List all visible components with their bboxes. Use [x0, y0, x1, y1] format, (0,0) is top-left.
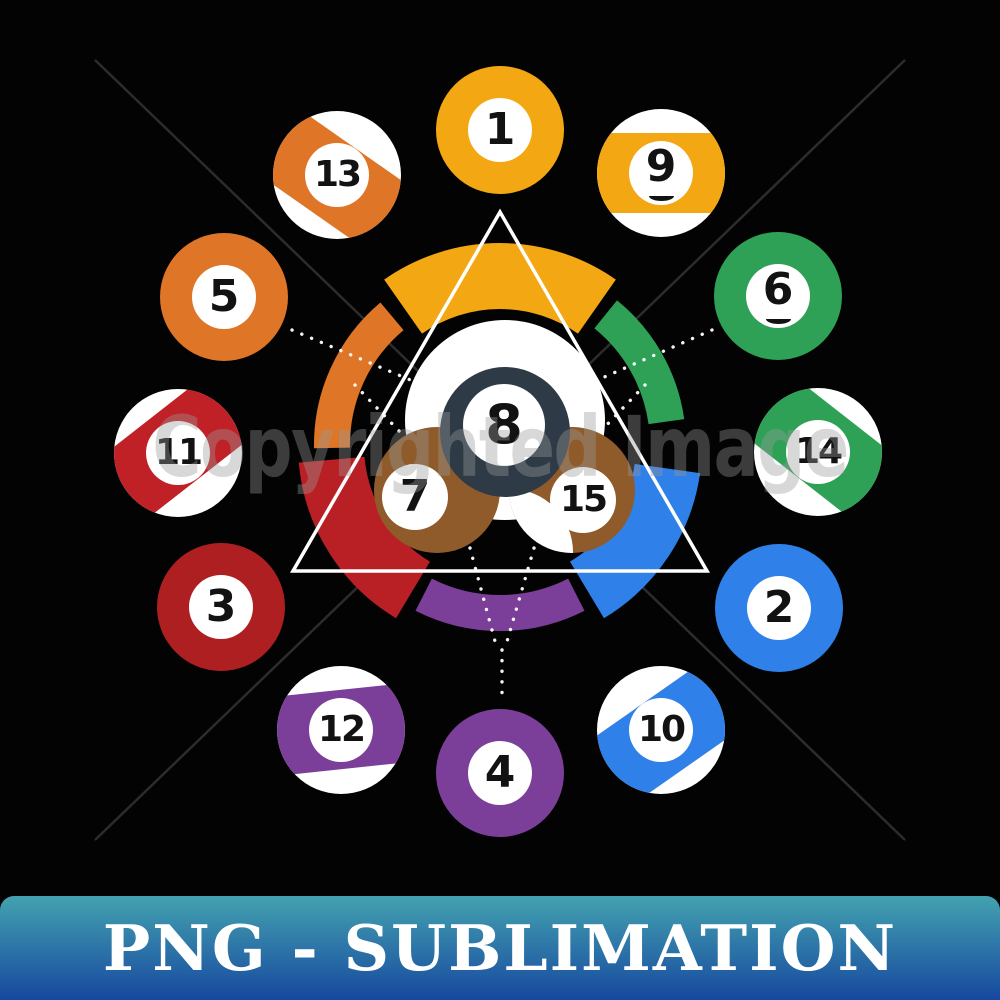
ball-number: 4 [484, 747, 516, 798]
ball-number-circle: 11 [146, 421, 210, 485]
pool-ball-12: 12 [277, 666, 405, 794]
pool-ball-10: 10 [597, 666, 725, 794]
pool-ball-3: 3 [157, 543, 285, 671]
pool-ball-13: 13 [273, 111, 401, 239]
pool-ball-4: 4 [436, 709, 564, 837]
dotted-connector [504, 546, 536, 647]
ball-number: 11 [154, 432, 203, 473]
ball-number-circle: 2 [747, 576, 811, 640]
number-underline [648, 191, 674, 201]
ball-number-circle: 14 [786, 420, 850, 484]
pool-ball-2: 2 [715, 544, 843, 672]
pool-ball-14: 14 [754, 388, 882, 516]
dotted-connector [353, 383, 402, 434]
banner-label: PNG - SUBLIMATION [102, 911, 898, 985]
pool-ball-1: 1 [436, 66, 564, 194]
dotted-connector [468, 546, 498, 647]
ring-segment-blue [569, 463, 701, 619]
ball-number-circle: 3 [189, 575, 253, 639]
watermark-text: Copyrighted Image [152, 398, 849, 496]
ball-number: 7 [399, 471, 431, 522]
number-underline [765, 314, 791, 324]
ball-number-circle: 6 [746, 264, 810, 328]
pool-ball-5: 5 [160, 233, 288, 361]
ball-number-circle: 7 [382, 464, 448, 530]
ball-number: 14 [794, 431, 843, 472]
dotted-connector [598, 383, 647, 434]
ring-segment-purple [415, 578, 585, 631]
dotted-connector [290, 328, 474, 408]
ring-segment-green [594, 300, 685, 425]
ball-number: 5 [208, 271, 240, 322]
pool-ball-6: 6 [714, 232, 842, 360]
ball-number-circle: 10 [629, 698, 693, 762]
ball-number: 9 [645, 141, 677, 192]
ball-number: 3 [205, 581, 237, 632]
ball-number-circle: 4 [468, 741, 532, 805]
pool-ball-8: 8 [440, 367, 570, 497]
ball-number-circle: 9 [629, 141, 693, 205]
ball-number-circle: 15 [550, 467, 616, 533]
pool-ball-9: 9 [597, 109, 725, 237]
ball-number-circle: 5 [192, 265, 256, 329]
ball-number: 2 [763, 582, 795, 633]
pool-ball-11: 11 [114, 389, 242, 517]
banner: PNG - SUBLIMATION [0, 896, 1000, 1000]
rack-graphics [94, 59, 906, 841]
rack-triangle [289, 208, 711, 573]
ball-number: 6 [762, 264, 794, 315]
ball-number: 13 [313, 154, 362, 195]
ball-number-circle: 8 [463, 384, 545, 466]
ball-number-circle: 12 [309, 698, 373, 762]
ball-number: 10 [637, 709, 686, 750]
ring-segment-red [298, 455, 431, 619]
ring-segment-orange [313, 302, 404, 449]
ring-segment-yellow [384, 243, 616, 335]
ball-number: 15 [559, 479, 608, 520]
ball-number: 1 [484, 104, 516, 155]
ball-number-circle: 1 [468, 98, 532, 162]
ball-number: 12 [317, 709, 366, 750]
ball-number-circle: 13 [305, 143, 369, 207]
ball-number: 8 [485, 393, 523, 456]
